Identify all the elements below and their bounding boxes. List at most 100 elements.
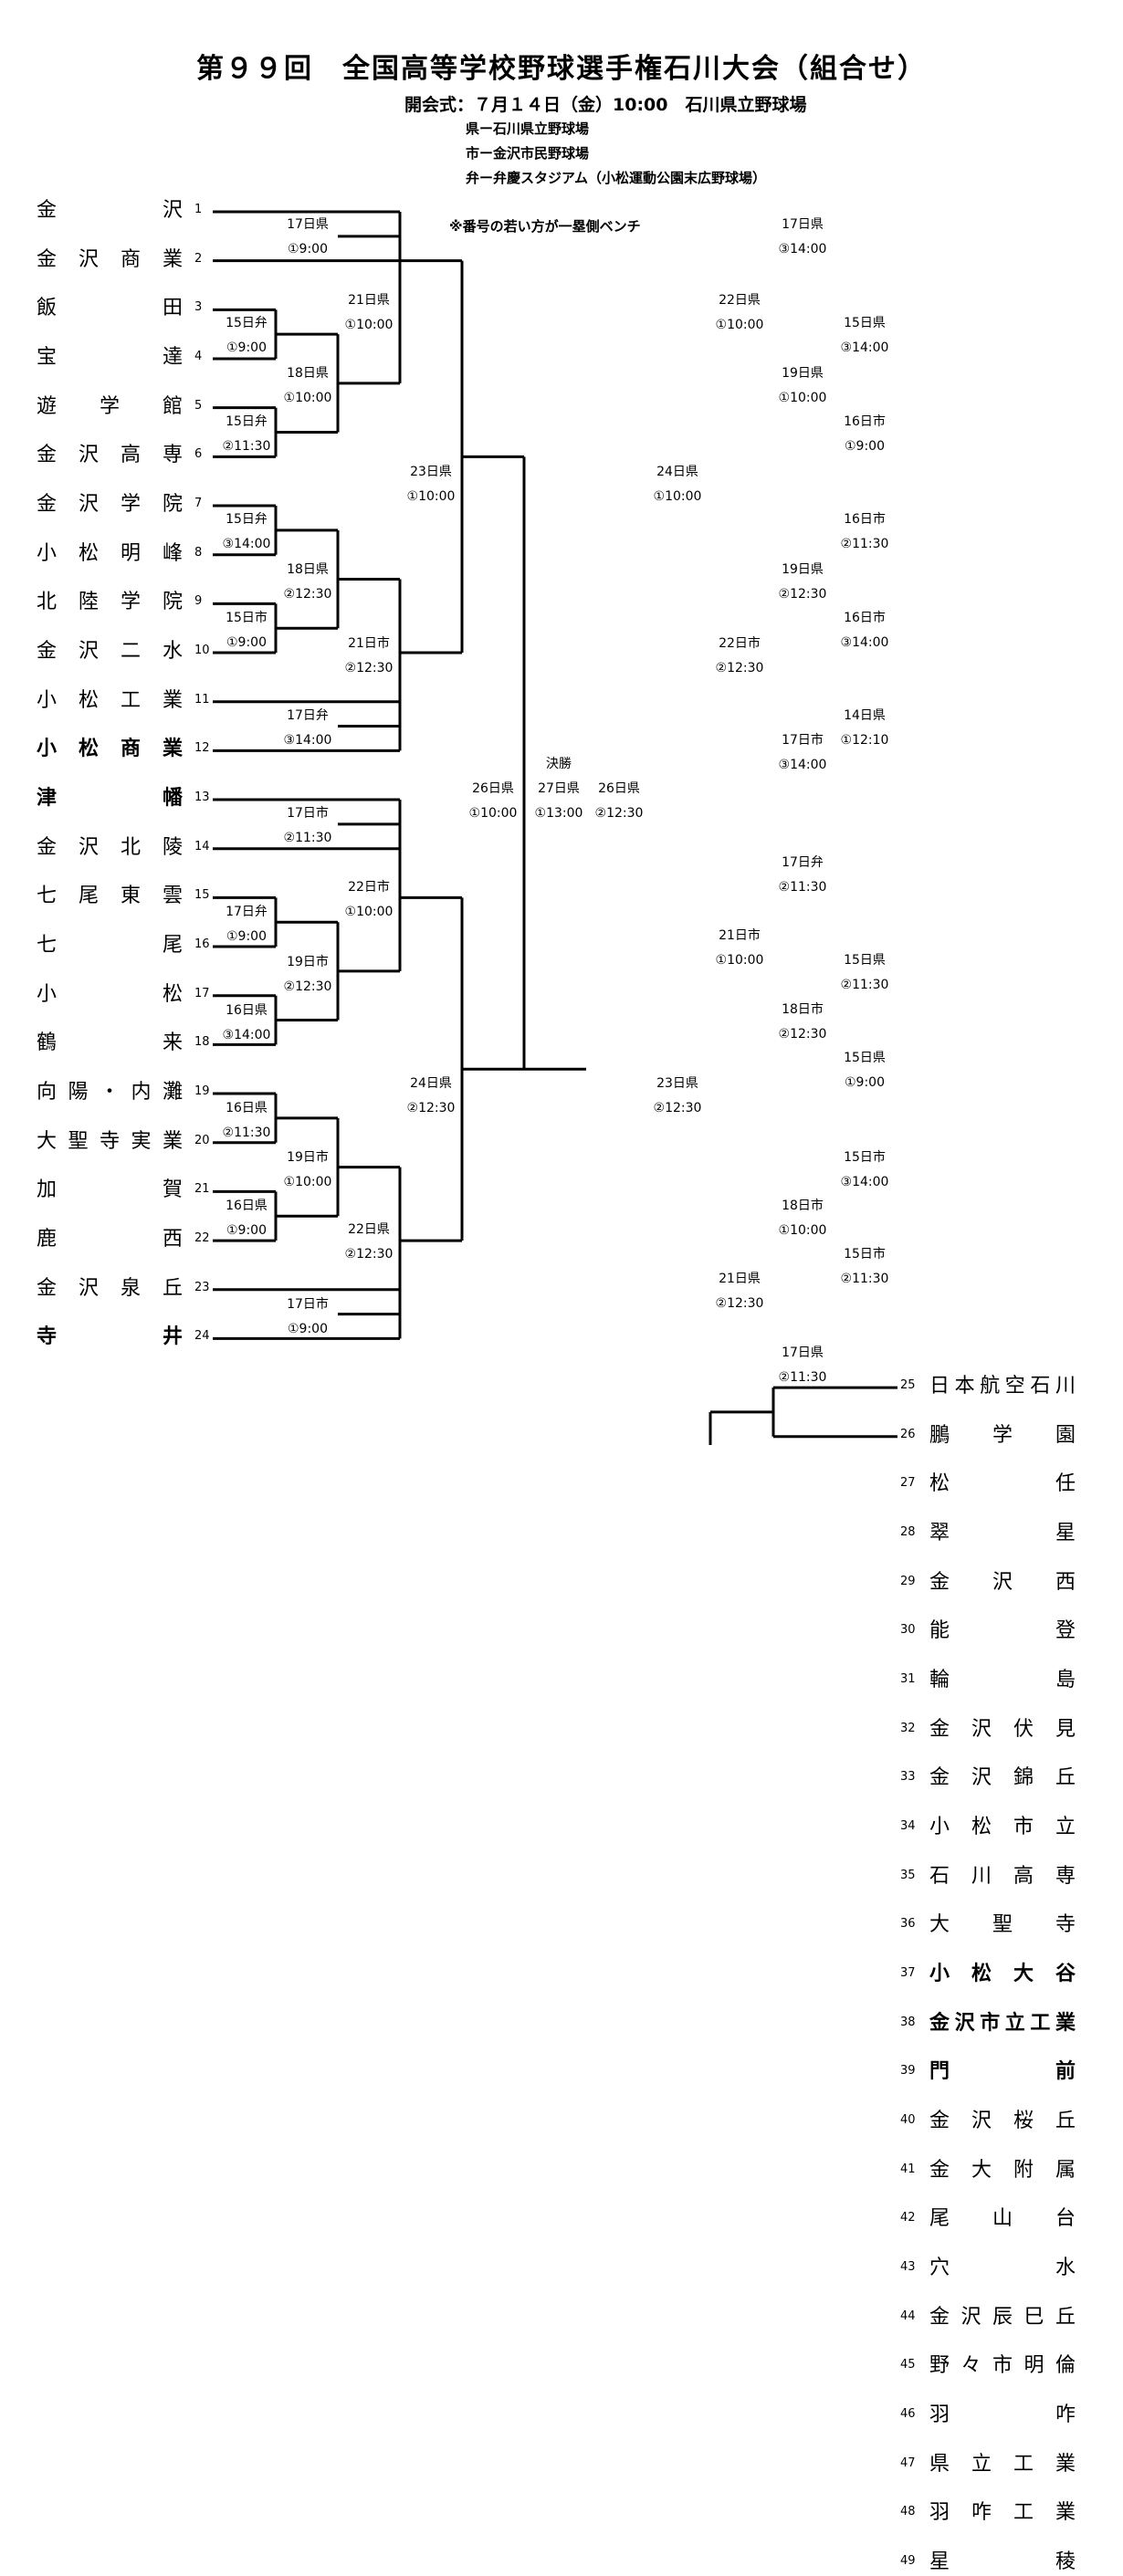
match-time: ③14:00 (778, 242, 827, 257)
team-number: 40 (900, 2113, 916, 2128)
team-number: 17 (194, 986, 210, 1000)
match-date: 17日市 (782, 733, 824, 748)
team-number: 23 (194, 1280, 210, 1294)
match-time: ①10:00 (778, 1223, 827, 1238)
team-number: 25 (900, 1378, 916, 1393)
match-time: ②12:30 (778, 587, 827, 602)
team-number: 37 (900, 1966, 916, 1981)
match-time: ②11:30 (222, 1126, 271, 1140)
team-name: 飯田 (37, 297, 183, 320)
team-name: 尾山台 (929, 2207, 1076, 2231)
match-label: 17日市 ③14:00 (773, 728, 832, 778)
match-date: 16日県 (226, 1003, 268, 1018)
match-date: 17日市 (287, 806, 329, 821)
match-date: 17日弁 (782, 855, 824, 870)
opening-ceremony: 開会式：７月１４日（金）10:00 石川県立野球場 (404, 95, 807, 115)
match-time: ③14:00 (840, 635, 889, 650)
match-date: 17日弁 (226, 905, 268, 919)
match-time: ②11:30 (778, 1370, 827, 1385)
match-time: ②11:30 (222, 439, 271, 454)
match-date: 27日県 (538, 781, 580, 796)
team-number: 33 (900, 1770, 916, 1785)
match-time: ①9:00 (845, 439, 885, 454)
match-time: ②12:30 (715, 1296, 764, 1311)
team-name: 鶴来 (37, 1031, 183, 1055)
bench-note: ※番号の若い方が一塁側ベンチ (449, 218, 641, 235)
match-date: 21日市 (348, 636, 390, 651)
match-time: ①10:00 (283, 1175, 332, 1189)
team-name: 金沢 (37, 199, 183, 222)
team-number: 39 (900, 2064, 916, 2079)
match-time: ①10:00 (283, 391, 332, 405)
match-date: 17日市 (287, 1297, 329, 1312)
match-date: 18日市 (782, 1199, 824, 1213)
team-number: 29 (900, 1574, 916, 1588)
team-name: 金沢桜丘 (929, 2110, 1076, 2133)
team-number: 49 (900, 2554, 916, 2569)
team-name: 金沢錦丘 (929, 1766, 1076, 1790)
team-number: 36 (900, 1917, 916, 1932)
team-number: 1 (194, 203, 203, 216)
team-number: 5 (194, 398, 203, 413)
match-date: 19日県 (782, 366, 824, 381)
team-name: 七尾東雲 (37, 885, 183, 908)
team-number: 31 (900, 1672, 916, 1687)
team-number: 32 (900, 1721, 916, 1735)
match-time: ②12:30 (406, 1101, 456, 1115)
team-name: 松任 (929, 1472, 1076, 1496)
match-time: ①9:00 (226, 1223, 267, 1238)
team-number: 45 (900, 2358, 916, 2372)
match-date: 15日市 (226, 611, 268, 625)
venue-legend-benkei: 弁ー弁慶スタジアム（小松運動公園末広野球場） (466, 170, 766, 186)
match-date: 22日市 (719, 636, 761, 651)
team-number: 15 (194, 888, 210, 903)
team-name: 輪島 (929, 1669, 1076, 1692)
team-name: 金沢辰巳丘 (929, 2305, 1076, 2329)
match-date: 23日県 (656, 1076, 698, 1091)
team-name: 金沢商業 (37, 247, 183, 271)
match-date: 16日県 (226, 1199, 268, 1213)
match-date: 17日県 (782, 217, 824, 232)
team-name: 金沢二水 (37, 640, 183, 664)
team-name: 鹿西 (37, 1228, 183, 1251)
match-date: 16日市 (844, 512, 886, 527)
team-number: 46 (900, 2407, 916, 2422)
team-number: 30 (900, 1623, 916, 1638)
match-time: ③14:00 (840, 1175, 889, 1189)
match-time: ①10:00 (778, 391, 827, 405)
team-number: 6 (194, 447, 203, 462)
team-number: 42 (900, 2211, 916, 2225)
match-date: 17日弁 (287, 708, 329, 723)
team-number: 38 (900, 2015, 916, 2029)
match-time: ②11:30 (840, 1272, 889, 1286)
match-time: ③14:00 (222, 1028, 271, 1042)
match-label: 決勝 (530, 752, 588, 777)
match-time: ③14:00 (778, 758, 827, 772)
team-name: 金沢西 (929, 1570, 1076, 1594)
team-number: 12 (194, 741, 210, 756)
team-number: 3 (194, 300, 203, 315)
match-time: ②12:30 (715, 661, 764, 675)
team-name: 小松明峰 (37, 541, 183, 565)
match-time: ①13:00 (534, 806, 583, 821)
team-number: 43 (900, 2260, 916, 2275)
team-name: 門前 (929, 2060, 1076, 2084)
team-number: 18 (194, 1035, 210, 1050)
team-name: 小松商業 (37, 738, 183, 761)
